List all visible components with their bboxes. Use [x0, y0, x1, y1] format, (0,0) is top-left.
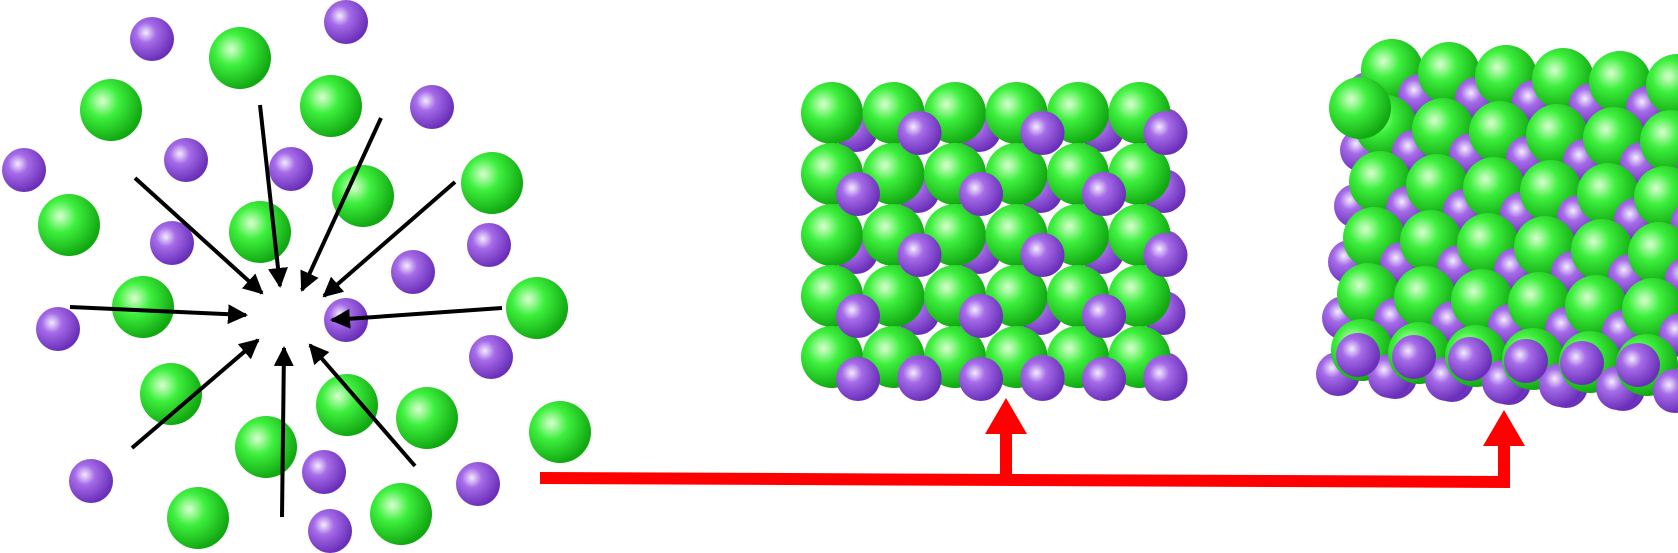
sodium-ion	[1082, 357, 1126, 401]
chloride-ion	[112, 276, 174, 338]
chloride-ion	[316, 374, 378, 436]
sodium-ion	[1560, 341, 1604, 385]
sodium-ion	[164, 138, 208, 182]
chloride-ion	[140, 363, 202, 425]
sodium-ion	[69, 459, 113, 503]
sodium-ion	[1392, 335, 1436, 379]
sodium-ion	[1020, 111, 1065, 155]
inward-arrow	[69, 304, 248, 325]
inward-arrow	[300, 117, 383, 292]
chloride-ion	[1329, 77, 1391, 139]
chloride-ion	[1628, 222, 1678, 284]
sodium-ion	[1082, 294, 1126, 338]
chloride-ion	[506, 277, 568, 339]
sodium-ion	[1143, 111, 1188, 155]
sodium-ion	[130, 17, 174, 61]
chloride-ion	[38, 194, 100, 256]
pathway-main-line	[539, 472, 1511, 488]
chloride-ion	[80, 79, 142, 141]
chloride-ion	[235, 416, 297, 478]
sodium-ion	[1020, 233, 1065, 277]
sodium-ion	[836, 172, 880, 216]
inward-arrow	[130, 338, 260, 450]
chloride-ion	[332, 165, 394, 227]
chloride-ion	[229, 201, 291, 263]
sodium-ion	[1082, 172, 1126, 216]
dispersed-ions-cluster	[2, 0, 591, 553]
sodium-ion	[959, 294, 1003, 338]
pathway-branch-b-arrowhead	[1483, 410, 1525, 446]
chloride-ion	[529, 401, 591, 463]
sodium-ion	[150, 221, 194, 265]
chloride-ion	[1640, 110, 1678, 172]
sodium-ion	[959, 357, 1003, 401]
sodium-ion	[897, 233, 942, 277]
chloride-ion	[396, 387, 458, 449]
sodium-ion	[1336, 333, 1380, 377]
sodium-ion	[1653, 369, 1678, 413]
sodium-ion	[1504, 339, 1548, 383]
inward-arrow	[308, 343, 417, 468]
sodium-ion	[324, 0, 368, 44]
crystal-lattice-a	[801, 82, 1188, 401]
inward-arrow	[273, 346, 294, 518]
chloride-ion	[300, 75, 362, 137]
inward-arrows	[69, 104, 503, 518]
sodium-ion	[302, 450, 346, 494]
sodium-ion	[836, 357, 880, 401]
crystal-lattice-b	[1316, 39, 1678, 413]
chloride-ion	[167, 487, 229, 549]
sodium-ion	[1616, 343, 1660, 387]
chloride-ion	[209, 27, 271, 89]
sodium-ion	[959, 172, 1003, 216]
chloride-ion	[1646, 54, 1678, 116]
sodium-ion	[391, 250, 435, 294]
sodium-ion	[308, 509, 352, 553]
sodium-ion	[897, 111, 942, 155]
chloride-ion	[801, 204, 863, 266]
pathway-branch-a-arrowhead	[985, 398, 1027, 434]
sodium-ion	[456, 462, 500, 506]
inward-arrow	[322, 180, 457, 298]
sodium-ion	[269, 147, 313, 191]
sodium-ion	[897, 357, 942, 401]
sodium-ion	[467, 223, 511, 267]
chloride-ion	[370, 483, 432, 545]
sodium-ion	[1448, 337, 1492, 381]
sodium-ion	[36, 307, 80, 351]
sodium-ion	[836, 294, 880, 338]
pathway-arrows	[539, 398, 1525, 488]
inward-arrow	[258, 104, 288, 288]
chloride-ion	[801, 82, 863, 144]
inward-arrow	[330, 306, 503, 329]
chloride-ion	[1634, 166, 1678, 228]
chloride-ion	[461, 152, 523, 214]
inward-arrow	[133, 176, 264, 295]
sodium-ion	[1020, 357, 1065, 401]
sodium-ion	[1143, 233, 1188, 277]
sodium-ion	[2, 148, 46, 192]
sodium-ion	[410, 85, 454, 129]
sodium-ion	[469, 335, 513, 379]
sodium-ion	[1143, 357, 1188, 401]
